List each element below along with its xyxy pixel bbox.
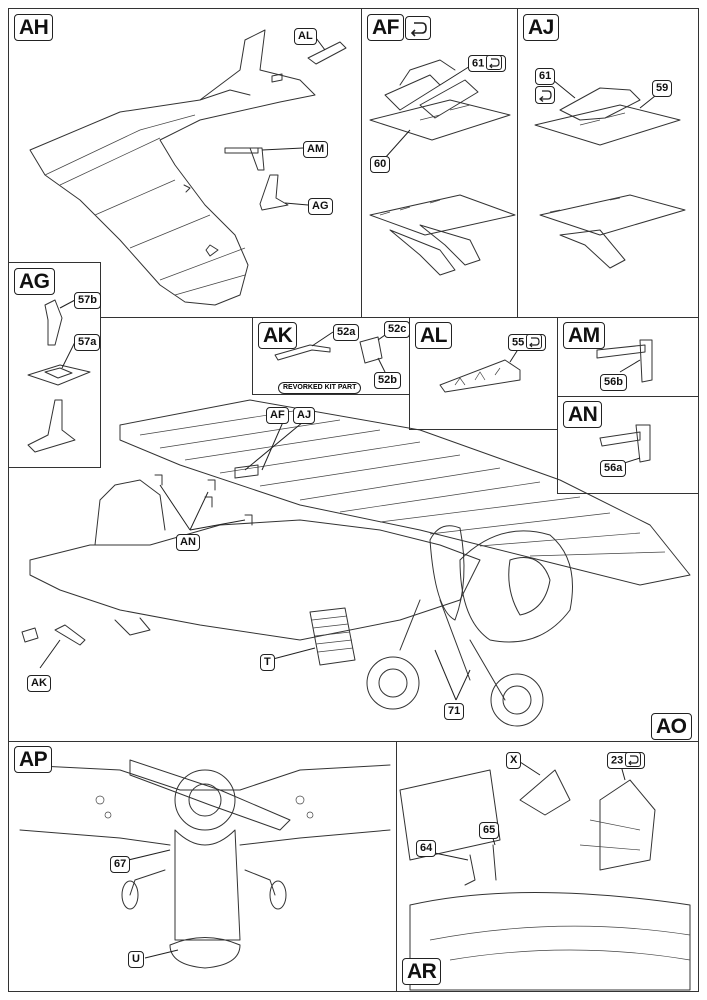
ak-chain-installed [54, 624, 86, 646]
step-label-an: AN [563, 401, 603, 428]
part-label-67: 67 [110, 856, 131, 873]
part-56a [599, 424, 651, 463]
reverse-side-arrow-icon [625, 752, 642, 767]
reverse-side-arrow-icon [535, 86, 555, 104]
part-u-lamp [169, 937, 241, 969]
ap-front-view-drawing [19, 759, 391, 969]
part-label-52c: 52c [384, 321, 411, 338]
part-label-55: 55 [508, 334, 547, 352]
aj-underside [539, 194, 686, 236]
af-plate [369, 99, 511, 141]
ao-aircraft-drawing [21, 399, 691, 727]
step-label-aj: AJ [523, 14, 559, 41]
step-label-ag: AG [14, 268, 55, 295]
part-label-65: 65 [479, 822, 500, 839]
part-65-lever [492, 844, 497, 881]
part-label-57b: 57b [74, 292, 101, 309]
step-label-ak: AK [258, 322, 298, 349]
step-label-af: AF [367, 14, 404, 41]
part-56b [596, 339, 653, 383]
aj-plate [534, 104, 681, 146]
part-label-56a: 56a [600, 460, 627, 477]
reverse-side-arrow-icon [405, 16, 431, 40]
part-label-52b: 52b [374, 372, 401, 389]
reverse-side-arrow-icon [486, 55, 503, 70]
part-label-59: 59 [652, 80, 673, 97]
part-number-55: 55 [512, 336, 525, 349]
part-label-aj: AJ [293, 407, 316, 424]
reworked-kit-part-note: REVORKED KIT PART [278, 382, 362, 394]
part-label-an: AN [176, 534, 200, 551]
part-label-61-aj: 61 [535, 68, 556, 85]
ak-rudder-part [21, 627, 39, 643]
part-label-57a: 57a [74, 334, 101, 351]
part-label-56b: 56b [600, 374, 627, 391]
step-label-ap: AP [14, 746, 53, 773]
part-label-52a: 52a [333, 324, 360, 341]
part-x-windscreen [519, 769, 571, 816]
part-label-61: 61 [468, 55, 507, 73]
part-57a [27, 364, 91, 386]
part-52a-chain [274, 344, 331, 361]
part-label-u: U [128, 951, 144, 968]
ar-cockpit-drawing [399, 769, 691, 991]
panel-ap [8, 741, 397, 992]
step-label-ar: AR [402, 958, 442, 985]
ah-wing-drawing [29, 29, 316, 306]
part-label-64: 64 [416, 840, 437, 857]
part-label-60: 60 [370, 156, 391, 173]
part-label-ag: AG [308, 198, 333, 215]
part-label-x: X [506, 752, 522, 769]
part-label-al: AL [294, 28, 317, 45]
part-label-af: AF [266, 407, 289, 424]
part-label-ak: AK [27, 675, 51, 692]
part-55 [439, 359, 521, 393]
part-ag-small [259, 174, 289, 211]
part-number-61: 61 [472, 57, 485, 70]
af-underside [369, 194, 516, 236]
leader-lines [39, 37, 661, 959]
step-label-al: AL [415, 322, 452, 349]
part-t-exhaust [309, 607, 356, 666]
part-64-stick [464, 854, 476, 886]
part-al-small [307, 41, 347, 65]
part-57b [44, 299, 63, 346]
step-label-am: AM [563, 322, 605, 349]
part-label-71: 71 [444, 703, 465, 720]
assembled-ag [27, 399, 76, 453]
part-am-small [224, 147, 265, 171]
step-label-ah: AH [14, 14, 54, 41]
reverse-side-arrow-icon [526, 334, 543, 349]
part-52c [359, 336, 383, 364]
part-number-23: 23 [611, 754, 624, 767]
step-label-ao: AO [651, 713, 692, 740]
part-label-am: AM [303, 141, 329, 158]
part-label-t: T [260, 654, 275, 671]
part-label-23: 23 [607, 752, 646, 770]
